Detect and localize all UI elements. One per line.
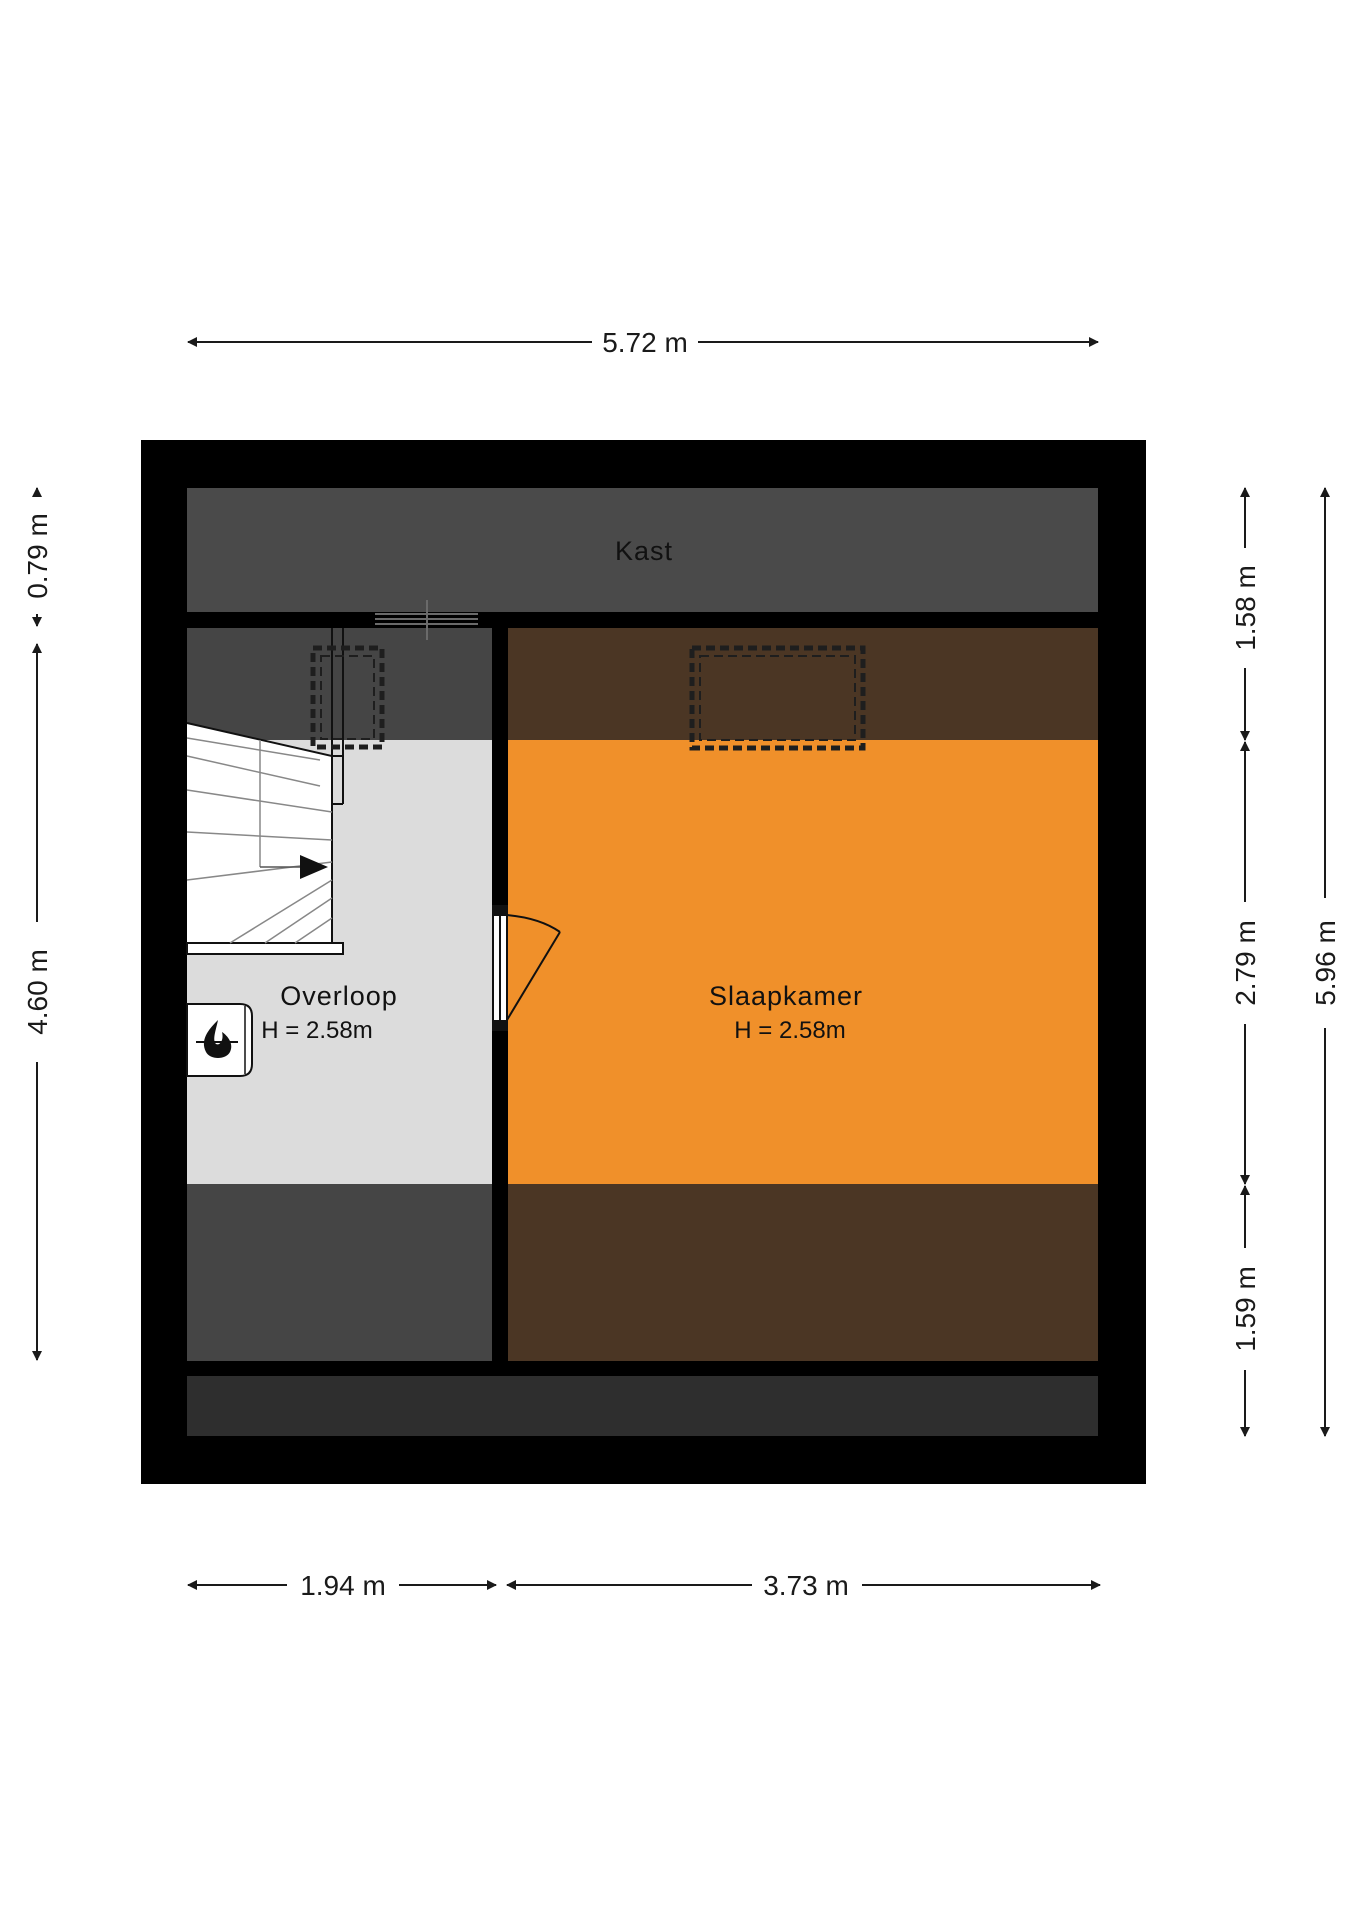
dim-top-width: 5.72 m: [602, 327, 688, 358]
room-kast: [187, 488, 1098, 612]
overloop-sloped-bottom: [187, 1184, 492, 1361]
kast-opening: [375, 600, 478, 640]
slaapkamer-sloped-top: [508, 628, 1098, 740]
boiler: [186, 1003, 253, 1077]
kast-label: Kast: [615, 536, 673, 566]
slaapkamer-height: H = 2.58m: [734, 1017, 845, 1044]
room-slaapkamer: [508, 740, 1098, 1184]
slaapkamer-sloped-bottom: [508, 1184, 1098, 1361]
dimension-right-total: 5.96 m: [1310, 487, 1341, 1437]
wall-bottom: [187, 1361, 1098, 1376]
dim-left-top: 0.79 m: [22, 513, 53, 599]
skylight-overloop: [310, 645, 385, 750]
overloop-sloped-top: [187, 628, 492, 740]
door-overloop-slaapkamer: [492, 905, 561, 1031]
wall-divider-bottom: [492, 1030, 508, 1361]
skylight-slaapkamer: [689, 645, 866, 751]
staircase: [186, 628, 344, 955]
dimension-right-segments: 1.58 m 2.79 m 1.59 m: [1230, 487, 1261, 1437]
dimension-top: 5.72 m: [187, 327, 1099, 358]
dim-left-main: 4.60 m: [22, 949, 53, 1035]
overloop-height: H = 2.58m: [261, 1017, 372, 1044]
wall-kast-left: [187, 612, 375, 628]
bottom-strip: [187, 1376, 1098, 1436]
dim-right-seg1: 1.58 m: [1230, 565, 1261, 651]
dim-bottom-left: 1.94 m: [300, 1570, 386, 1601]
stair-direction-arrow-icon: [300, 855, 328, 879]
dimension-left: 0.79 m 4.60 m: [22, 487, 53, 1361]
dim-right-seg2: 2.79 m: [1230, 920, 1261, 1006]
slaapkamer-label: Slaapkamer: [709, 981, 863, 1011]
dimension-bottom: 1.94 m 3.73 m: [187, 1570, 1101, 1601]
flame-icon: [196, 1020, 238, 1058]
building: Kast Overloop H = 2.58m Slaapkamer H = 2…: [141, 440, 1146, 1484]
dim-bottom-right: 3.73 m: [763, 1570, 849, 1601]
overloop-label: Overloop: [280, 981, 398, 1011]
wall-kast-right: [478, 612, 1098, 628]
dim-right-total: 5.96 m: [1310, 920, 1341, 1006]
dim-right-seg3: 1.59 m: [1230, 1266, 1261, 1352]
wall-divider-top: [492, 628, 508, 906]
